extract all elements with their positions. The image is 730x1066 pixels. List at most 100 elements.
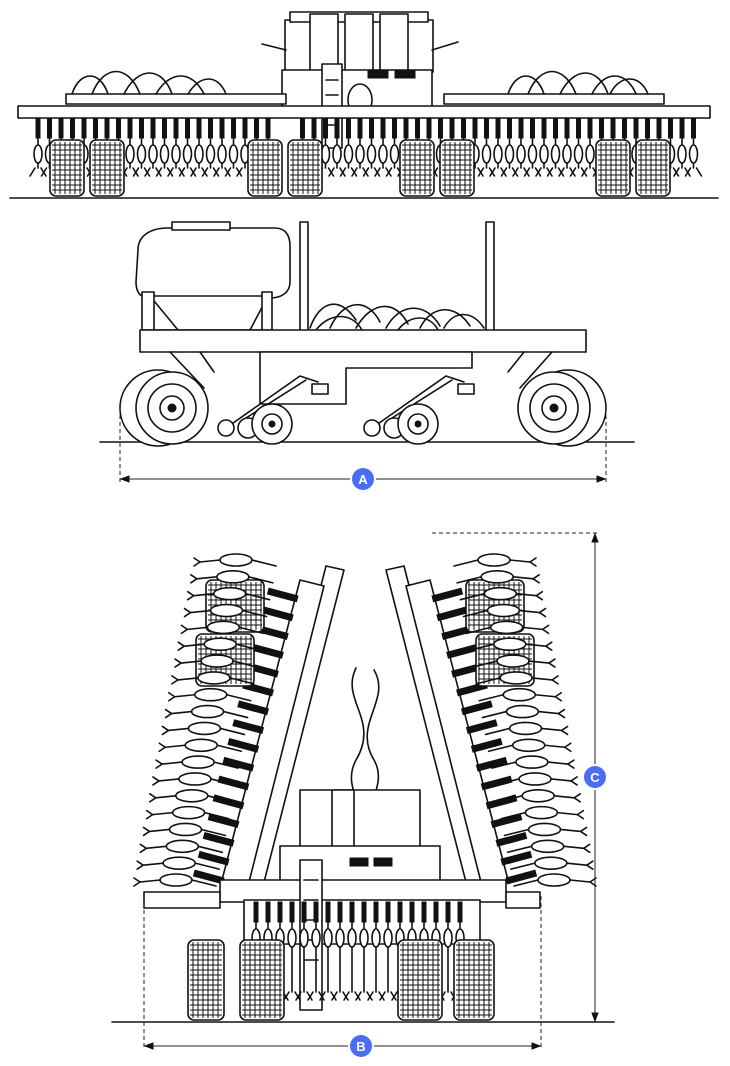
seed-tank (135, 221, 291, 331)
opener-shank (512, 117, 530, 177)
left-folded-wing (133, 553, 345, 891)
post-right (485, 221, 495, 333)
wing-opener (148, 788, 233, 803)
opener-shank (477, 117, 496, 177)
wing-opener (152, 772, 236, 786)
transport-tire (239, 939, 285, 1021)
wing-opener (497, 788, 582, 803)
wing-opener (174, 654, 258, 668)
wing-opener (478, 687, 563, 702)
wing-opener (503, 822, 588, 837)
right-folded-wing (385, 553, 597, 891)
wing-opener (180, 620, 265, 635)
opener-shank (500, 117, 519, 177)
opener-shank (362, 117, 381, 177)
gauge-tire (89, 139, 125, 197)
wing-opener (183, 603, 268, 618)
dimension-a: A (119, 408, 607, 490)
dimension-b: B (143, 896, 542, 1057)
gauge-tire (49, 139, 85, 197)
opener-shank (283, 901, 301, 1001)
wing-opener (472, 654, 556, 668)
opener-shank (144, 117, 162, 177)
wing-opener (494, 772, 578, 786)
gauge-tire (399, 139, 435, 197)
opener-shank (201, 117, 220, 177)
wing-opener (177, 637, 262, 652)
gauge-tire (287, 139, 323, 197)
transport-tire (397, 939, 443, 1021)
opener-shank (155, 117, 174, 177)
opener-shank (558, 117, 576, 177)
wing-opener (161, 721, 246, 736)
opener-shank (178, 117, 197, 177)
opener-shank (307, 901, 325, 1001)
opener-shank (167, 117, 185, 177)
opener-shank (581, 117, 599, 177)
gauge-tire (247, 139, 283, 197)
wing-opener (500, 805, 585, 820)
opener-shank (489, 117, 507, 177)
folded-tires (187, 939, 495, 1021)
wing-opener (142, 822, 227, 837)
gauge-tire (595, 139, 631, 197)
gauge-tires (49, 139, 671, 197)
opener-shank (351, 117, 369, 177)
opener-shank (374, 117, 392, 177)
dimension-b-badge (350, 1035, 372, 1057)
wing-opener (465, 620, 550, 635)
rear-view-unfolded (9, 11, 719, 199)
front-wheel (119, 369, 209, 447)
wing-opener (459, 586, 544, 601)
opener-shank (224, 117, 243, 177)
opener-assembly-2 (363, 375, 475, 445)
wing-opener (456, 570, 540, 584)
opener-shank (673, 117, 691, 177)
dimension-c-label: C (590, 770, 600, 785)
wing-opener (193, 553, 277, 567)
opener-shank (523, 117, 542, 177)
side-frame (139, 329, 587, 353)
opener-shank (295, 901, 313, 1001)
opener-shank (355, 901, 373, 1001)
opener-shank (213, 117, 231, 177)
dimension-c: C (432, 532, 606, 1023)
opener-shank (331, 901, 349, 1001)
transport-tire (187, 939, 225, 1021)
opener-shank (379, 901, 397, 1001)
dimension-a-label: A (358, 472, 368, 487)
toolbar-frame (17, 105, 711, 119)
opener-shank (339, 117, 358, 177)
opener-shank (569, 117, 588, 177)
wing-opener (481, 704, 566, 719)
opener-shank (29, 117, 47, 177)
wing-opener (158, 738, 243, 753)
gauge-tire (635, 139, 671, 197)
opener-shank (190, 117, 208, 177)
wing-opener (136, 856, 220, 870)
rear-view-folded: B C (111, 532, 615, 1057)
wing-opener (139, 839, 224, 854)
post-left (299, 221, 309, 333)
wing-opener (475, 671, 559, 685)
rear-wheel (517, 369, 607, 447)
side-hoses (309, 303, 485, 331)
wing-opener (506, 839, 591, 854)
wing-opener (145, 805, 230, 820)
opener-shank (343, 901, 361, 1001)
opener-assembly-1 (217, 375, 329, 445)
transport-tire (453, 939, 495, 1021)
opener-shank (121, 117, 139, 177)
wing-opener (453, 553, 537, 567)
wing-opener (484, 721, 569, 736)
wing-opener (164, 704, 249, 719)
wing-opener (190, 570, 274, 584)
wing-opener (468, 637, 553, 652)
opener-shank (319, 901, 337, 1001)
wing-opener (186, 586, 271, 601)
opener-shank (535, 117, 553, 177)
wing-opener (487, 738, 572, 753)
wing-opener (167, 687, 252, 702)
side-view: A (99, 221, 635, 490)
